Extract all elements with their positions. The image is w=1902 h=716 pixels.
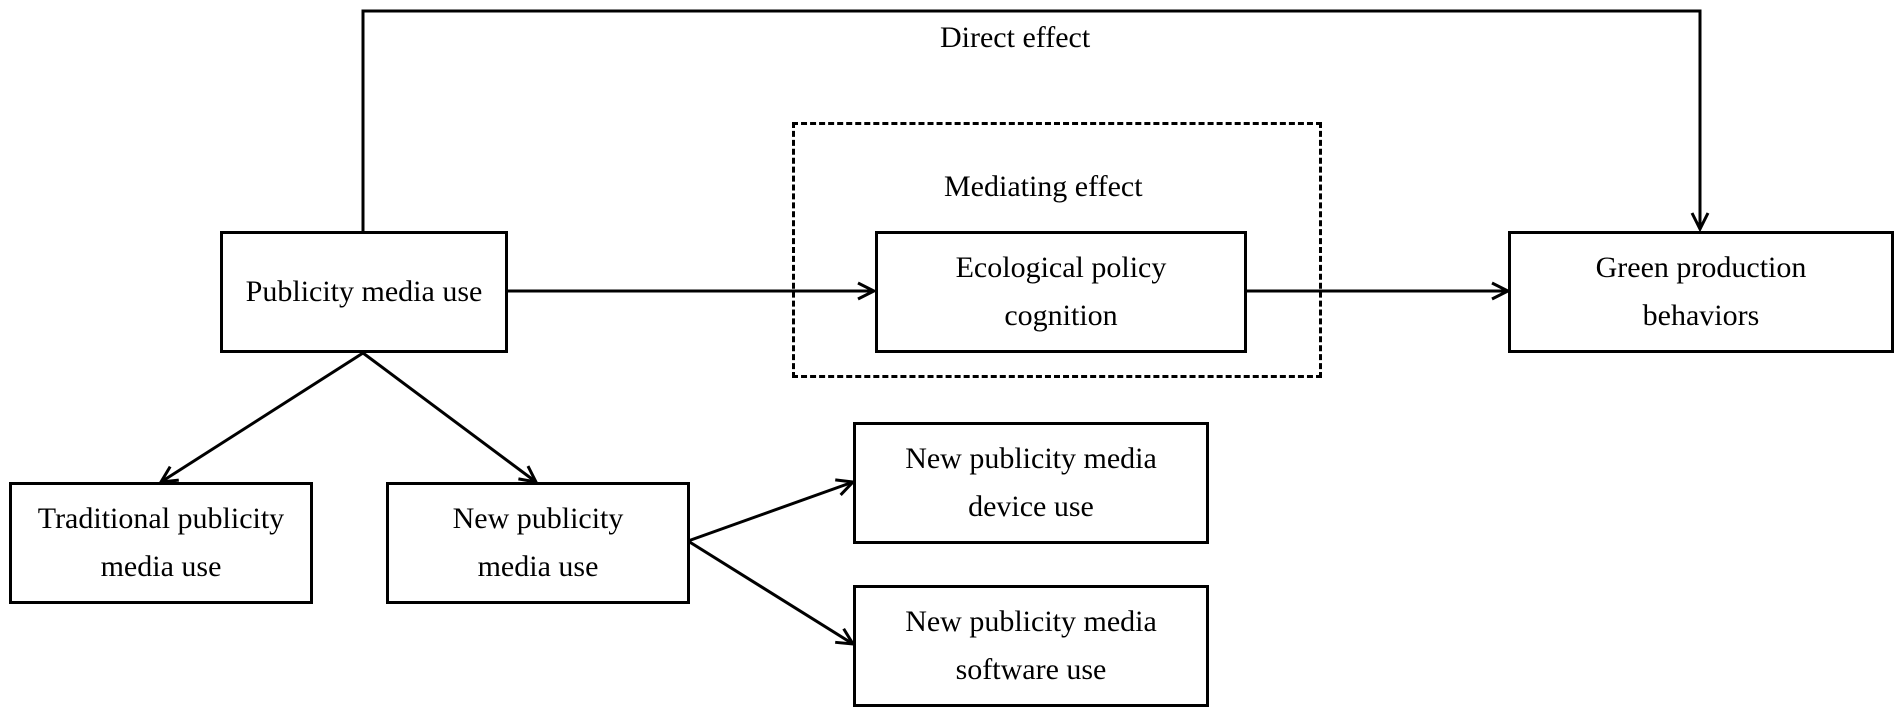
- arrow-publicity-to-traditional: [161, 351, 364, 482]
- node-new-publicity-media-software-use: New publicity media software use: [853, 585, 1209, 707]
- node-traditional-publicity-media-use: Traditional publicity media use: [9, 482, 313, 604]
- node-new-publicity-media-use: New publicity media use: [386, 482, 690, 604]
- node-publicity-media-use-label: Publicity media use: [245, 275, 483, 308]
- arrow-publicity-to-new: [362, 351, 536, 482]
- node-ecological-policy-cognition-label: Ecological policy cognition: [955, 251, 1167, 332]
- mediating-effect-region: [792, 122, 1322, 378]
- mediating-effect-label: Mediating effect: [944, 170, 1143, 203]
- node-traditional-publicity-media-use-label: Traditional publicity media use: [37, 502, 285, 583]
- direct-effect-arrow: [361, 9, 1700, 231]
- arrow-new-to-software: [687, 539, 853, 644]
- node-green-production-behaviors-label: Green production behaviors: [1595, 251, 1807, 332]
- node-new-publicity-media-use-label: New publicity media use: [452, 502, 624, 583]
- arrow-new-to-device: [687, 482, 853, 543]
- node-ecological-policy-cognition: Ecological policy cognition: [875, 231, 1247, 353]
- node-publicity-media-use: Publicity media use: [220, 231, 508, 353]
- direct-effect-label: Direct effect: [940, 21, 1091, 54]
- node-new-publicity-media-software-use-label: New publicity media software use: [905, 605, 1157, 686]
- node-green-production-behaviors: Green production behaviors: [1508, 231, 1894, 353]
- node-new-publicity-media-device-use: New publicity media device use: [853, 422, 1209, 544]
- node-new-publicity-media-device-use-label: New publicity media device use: [905, 442, 1157, 523]
